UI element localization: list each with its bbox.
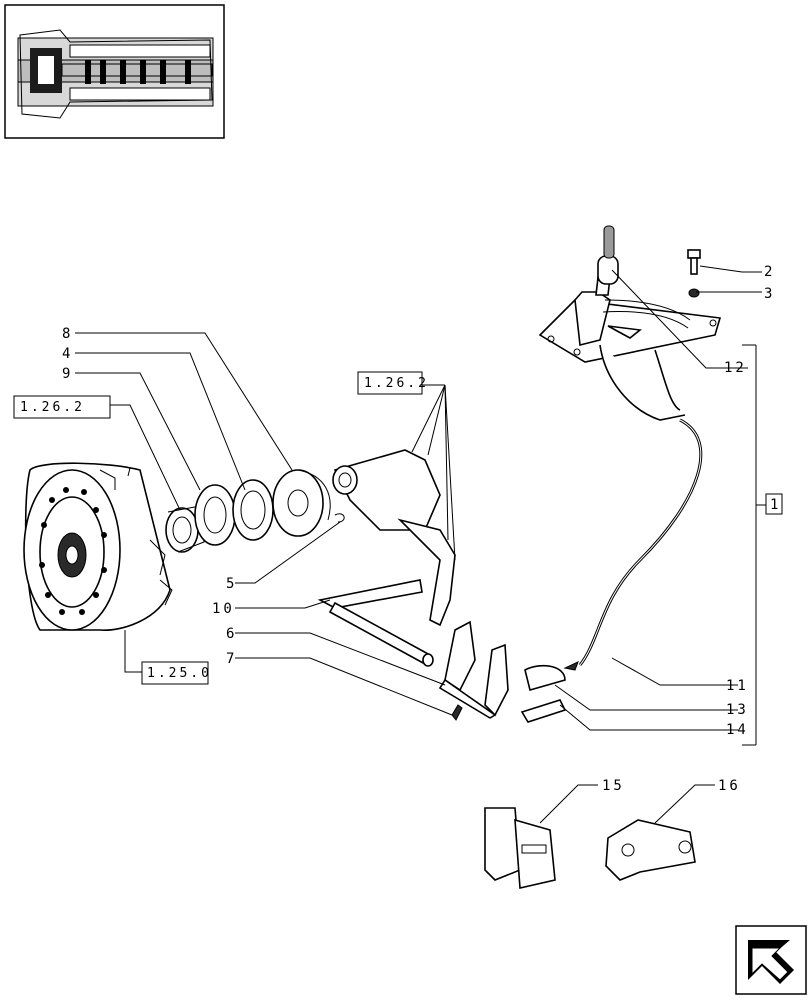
- callout-9: 9: [62, 366, 73, 382]
- retaining-clip: [520, 699, 567, 723]
- next-page-arrow-icon[interactable]: [735, 925, 807, 995]
- transmission-thumbnail-icon: [4, 4, 225, 139]
- cable-clip: [524, 664, 566, 691]
- sleeve-hub: [272, 469, 331, 537]
- reference-label: 1.26.2: [364, 376, 429, 391]
- screw: [451, 704, 463, 721]
- plate: [605, 819, 696, 881]
- callout-1: 1: [770, 497, 781, 513]
- callout-5: 5: [226, 576, 237, 592]
- clutch-assembly: [23, 462, 173, 631]
- callout-2: 2: [764, 264, 775, 280]
- callout-10: 10: [212, 601, 235, 617]
- callout-12: 12: [724, 360, 747, 376]
- callout-13: 13: [726, 702, 749, 718]
- bracket: [484, 807, 556, 889]
- cross-shaft: [317, 579, 434, 667]
- callout-6: 6: [226, 626, 237, 642]
- callout-11: 11: [726, 678, 749, 694]
- leader-lines: [75, 265, 766, 824]
- gear-lever-assembly: [538, 225, 722, 671]
- shift-fork: [438, 620, 509, 719]
- callout-14: 14: [726, 722, 749, 738]
- reference-label: 1.26.2: [20, 400, 85, 415]
- callout-16: 16: [718, 778, 741, 794]
- reference-label: 1.25.0: [147, 666, 212, 681]
- reference-box-bottom[interactable]: 1.25.0: [141, 661, 212, 685]
- bolt: [687, 249, 701, 275]
- nut: [688, 288, 700, 298]
- reference-box-left[interactable]: 1.26.2: [13, 395, 111, 419]
- callout-7: 7: [226, 651, 237, 667]
- callout-4: 4: [62, 346, 73, 362]
- spring-clip: [334, 513, 345, 523]
- reference-box-top[interactable]: 1.26.2: [357, 371, 429, 395]
- callout-8: 8: [62, 326, 73, 342]
- bearing-ring: [194, 484, 236, 546]
- callout-1-box: 1: [765, 493, 783, 515]
- callout-3: 3: [764, 286, 775, 302]
- callout-15: 15: [602, 778, 625, 794]
- bearing-sleeve: [232, 479, 274, 541]
- release-fork-housing: [332, 449, 456, 627]
